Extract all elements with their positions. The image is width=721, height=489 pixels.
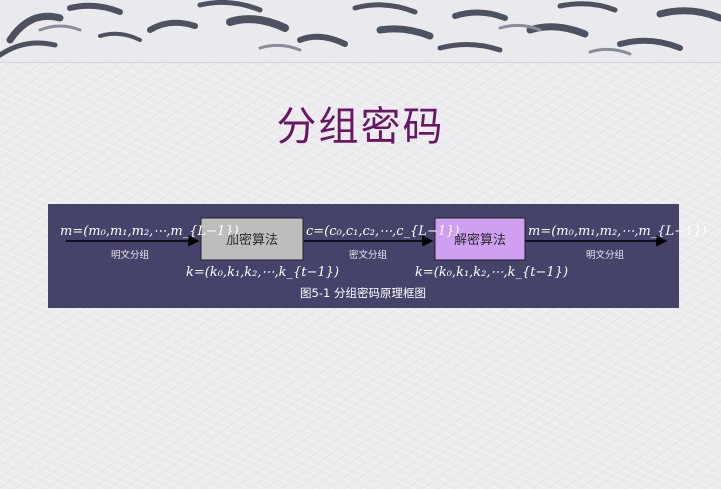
diagram-canvas: 加密算法 解密算法 m=(m₀,m₁,m₂,⋯,m_{L−1}) 明文分组 c=… — [60, 217, 707, 300]
slide-title: 分组密码 — [276, 104, 445, 150]
decrypt-box — [434, 217, 526, 261]
decrypt-box-label: 解密算法 — [454, 232, 506, 248]
figure-caption: 图5-1 分组密码原理框图 — [300, 286, 426, 300]
ciphertext-caption: 密文分组 — [349, 249, 388, 261]
block-cipher-diagram: 加密算法 解密算法 m=(m₀,m₁,m₂,⋯,m_{L−1}) 明文分组 c=… — [48, 204, 707, 308]
plaintext-input-caption: 明文分组 — [111, 249, 150, 261]
encryption-key-label: k=(k₀,k₁,k₂,⋯,k_{t−1}) — [186, 265, 339, 280]
ciphertext-label: c=(c₀,c₁,c₂,⋯,c_{L−1}) — [306, 224, 459, 239]
plaintext-output-label: m=(m₀,m₁,m₂,⋯,m_{L−1}) — [528, 224, 707, 239]
decryption-key-label: k=(k₀,k₁,k₂,⋯,k_{t−1}) — [415, 265, 568, 280]
encrypt-box-label: 加密算法 — [226, 232, 278, 248]
decorative-swirl-pattern — [0, 0, 721, 58]
plaintext-output-caption: 明文分组 — [586, 249, 625, 261]
plaintext-input-label: m=(m₀,m₁,m₂,⋯,m_{L−1}) — [60, 224, 239, 239]
header-banner — [0, 0, 721, 63]
encrypt-box — [200, 217, 304, 261]
